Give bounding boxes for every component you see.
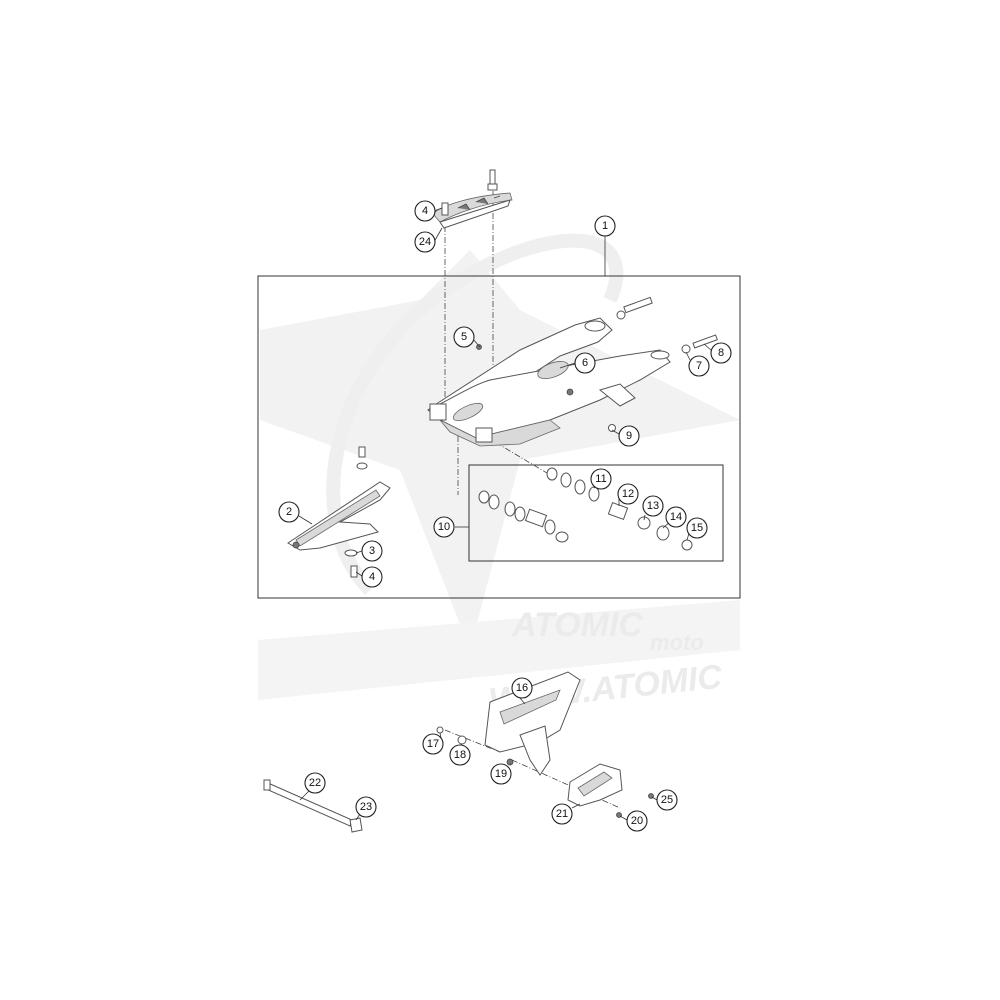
callout-7[interactable]: 7 bbox=[688, 355, 710, 377]
callout-20-label: 20 bbox=[631, 815, 643, 827]
callout-13-label: 13 bbox=[647, 500, 659, 512]
callout-17-label: 17 bbox=[427, 738, 439, 750]
callout-25[interactable]: 25 bbox=[656, 789, 678, 811]
callout-18-label: 18 bbox=[454, 749, 466, 761]
callout-3-label: 3 bbox=[369, 545, 375, 557]
watermark-sub: moto bbox=[650, 630, 704, 655]
bearing-kit-frame bbox=[468, 464, 724, 562]
chain-slider bbox=[287, 446, 391, 578]
callout-4-top-label: 4 bbox=[422, 205, 428, 217]
callout-25-label: 25 bbox=[661, 794, 673, 806]
callout-20[interactable]: 20 bbox=[626, 810, 648, 832]
callout-24-label: 24 bbox=[419, 236, 431, 248]
callout-11[interactable]: 11 bbox=[590, 468, 612, 490]
callout-3[interactable]: 3 bbox=[361, 540, 383, 562]
pin-8 bbox=[692, 334, 718, 349]
axle-bolt bbox=[623, 296, 653, 314]
assembly-axis-line bbox=[511, 759, 621, 809]
nut-7 bbox=[681, 344, 691, 354]
callout-4-bottom-label: 4 bbox=[369, 571, 375, 583]
callout-1[interactable]: 1 bbox=[594, 215, 616, 237]
callout-17[interactable]: 17 bbox=[422, 733, 444, 755]
callout-9-label: 9 bbox=[626, 430, 632, 442]
callout-14[interactable]: 14 bbox=[665, 506, 687, 528]
callout-11-label: 11 bbox=[595, 473, 606, 485]
swingarm bbox=[427, 317, 671, 447]
swingarm-small-parts bbox=[476, 296, 718, 432]
swingarm-group-frame bbox=[257, 275, 741, 599]
callout-21[interactable]: 21 bbox=[551, 803, 573, 825]
callout-23-label: 23 bbox=[360, 801, 372, 813]
watermark: ATOMIC moto WWW.ATOMIC bbox=[258, 233, 740, 720]
callout-23[interactable]: 23 bbox=[355, 796, 377, 818]
callout-8[interactable]: 8 bbox=[710, 342, 732, 364]
callout-13[interactable]: 13 bbox=[642, 495, 664, 517]
callout-12-label: 12 bbox=[622, 488, 634, 500]
callout-21-label: 21 bbox=[556, 808, 568, 820]
callout-8-label: 8 bbox=[718, 347, 724, 359]
callout-2-label: 2 bbox=[286, 506, 292, 518]
callout-12[interactable]: 12 bbox=[617, 483, 639, 505]
callout-5[interactable]: 5 bbox=[453, 326, 475, 348]
plug-5 bbox=[476, 344, 482, 350]
rear-axle bbox=[263, 779, 363, 833]
callout-1-label: 1 bbox=[602, 220, 608, 232]
callout-2[interactable]: 2 bbox=[278, 501, 300, 523]
callout-4-bottom[interactable]: 4 bbox=[361, 566, 383, 588]
chain-guide bbox=[436, 671, 654, 818]
callout-9[interactable]: 9 bbox=[618, 425, 640, 447]
watermark-brand: ATOMIC bbox=[511, 606, 643, 644]
nut-9 bbox=[608, 424, 616, 432]
chain-guide-upper bbox=[432, 169, 513, 229]
assembly-axis-line bbox=[457, 419, 553, 477]
callout-6-label: 6 bbox=[582, 357, 588, 369]
callout-16-label: 16 bbox=[516, 682, 528, 694]
callout-10[interactable]: 10 bbox=[433, 516, 455, 538]
washer bbox=[616, 310, 626, 320]
callout-19-label: 19 bbox=[495, 768, 507, 780]
callout-7-label: 7 bbox=[696, 360, 702, 372]
callout-24[interactable]: 24 bbox=[414, 231, 436, 253]
callout-5-label: 5 bbox=[461, 331, 467, 343]
callout-4-top[interactable]: 4 bbox=[414, 200, 436, 222]
callout-18[interactable]: 18 bbox=[449, 744, 471, 766]
callout-10-label: 10 bbox=[438, 521, 450, 533]
callout-16[interactable]: 16 bbox=[511, 677, 533, 699]
callout-19[interactable]: 19 bbox=[490, 763, 512, 785]
callout-15[interactable]: 15 bbox=[686, 517, 708, 539]
assembly-axis-line bbox=[444, 729, 501, 753]
callout-22-label: 22 bbox=[309, 777, 321, 789]
callout-15-label: 15 bbox=[691, 522, 703, 534]
callout-6[interactable]: 6 bbox=[574, 352, 596, 374]
callout-22[interactable]: 22 bbox=[304, 772, 326, 794]
watermark-band bbox=[258, 600, 740, 700]
callout-14-label: 14 bbox=[670, 511, 682, 523]
